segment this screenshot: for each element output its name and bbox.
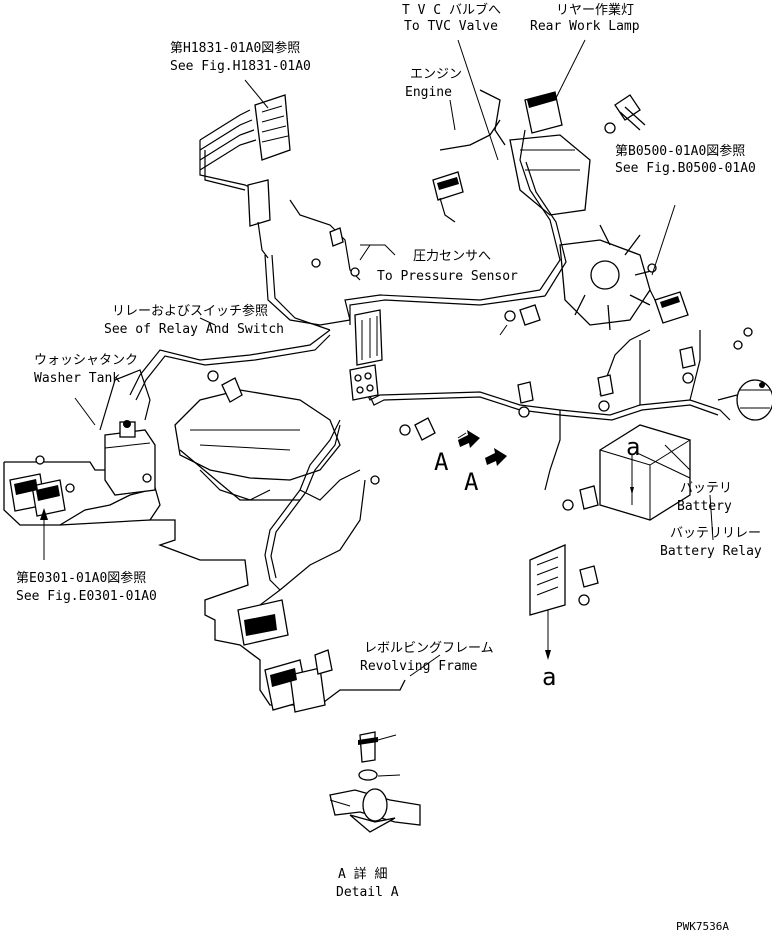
battery-label-en: Battery xyxy=(677,499,732,514)
battery-label-jp: バッテリ xyxy=(680,481,732,496)
top-bolt-washer xyxy=(604,94,646,134)
engine-block xyxy=(174,389,341,501)
labels: T V C バルブへ To TVC Valve リヤー作業灯 Rear Work… xyxy=(16,2,762,933)
battery-part xyxy=(599,424,691,521)
engine-label-jp: エンジン xyxy=(410,67,462,82)
small-sensor-top xyxy=(432,171,464,223)
bracket-view-letter-a: a xyxy=(542,663,556,691)
left-control-box xyxy=(9,455,75,517)
fig-e0301-label-jp: 第E0301-01A0図参照 xyxy=(16,570,146,586)
detail-a-label-en: Detail A xyxy=(336,885,399,900)
fig-e0301-label-en: See Fig.E0301-01A0 xyxy=(16,589,157,604)
pressure-sensor-label-jp: 圧力センサへ xyxy=(413,249,491,264)
engine-fan xyxy=(559,224,656,331)
relay-group xyxy=(349,309,383,401)
rear-work-lamp-label-jp: リヤー作業灯 xyxy=(556,2,634,18)
relay-switch-label-en: See of Relay And Switch xyxy=(104,322,284,337)
fig-h1831-label-en: See Fig.H1831-01A0 xyxy=(170,59,311,74)
rear-work-lamp-label-en: Rear Work Lamp xyxy=(530,19,640,34)
bottom-control-box xyxy=(237,599,333,713)
engine-label-en: Engine xyxy=(405,85,452,100)
revolving-frame-label-en: Revolving Frame xyxy=(360,659,478,674)
b0500-connector xyxy=(649,289,689,324)
tvc-valve-label-jp: T V C バルブへ xyxy=(402,2,501,18)
fig-h1831-label-jp: 第H1831-01A0図参照 xyxy=(170,40,300,56)
leader-lines xyxy=(40,39,714,807)
fig-b0500-label-jp: 第B0500-01A0図参照 xyxy=(615,143,745,159)
view-letter-a-2: A xyxy=(464,468,479,496)
battery-relay-label-en: Battery Relay xyxy=(660,544,762,559)
view-letter-a-1: A xyxy=(434,448,449,476)
relay-switch-label-jp: リレーおよびスイッチ参照 xyxy=(112,303,268,319)
detail-a-drawing xyxy=(329,731,421,833)
drawing-number: PWK7536A xyxy=(676,920,729,933)
fig-h1831-connectors xyxy=(199,94,361,281)
revolving-frame-label-jp: レボルビングフレーム xyxy=(364,641,494,656)
engine-body-upper xyxy=(439,89,591,216)
washer-tank-label-en: Washer Tank xyxy=(34,371,120,386)
battery-relay-label-jp: バッテリリレー xyxy=(670,526,761,541)
pressure-sensor-label-en: To Pressure Sensor xyxy=(377,269,518,284)
bolt-washers xyxy=(142,258,753,606)
bracket-a xyxy=(529,544,566,616)
detail-a-label-jp: A 詳 細 xyxy=(338,866,387,882)
battery-relay-part xyxy=(717,379,772,421)
main-harness xyxy=(129,129,731,621)
tvc-valve-label-en: To TVC Valve xyxy=(404,19,498,34)
rear-work-lamp xyxy=(524,91,563,134)
battery-view-letter-a: a xyxy=(626,433,640,461)
view-arrows-a xyxy=(457,430,507,466)
fig-b0500-label-en: See Fig.B0500-01A0 xyxy=(615,161,756,176)
washer-tank-label-jp: ウォッシャタンク xyxy=(34,353,138,368)
